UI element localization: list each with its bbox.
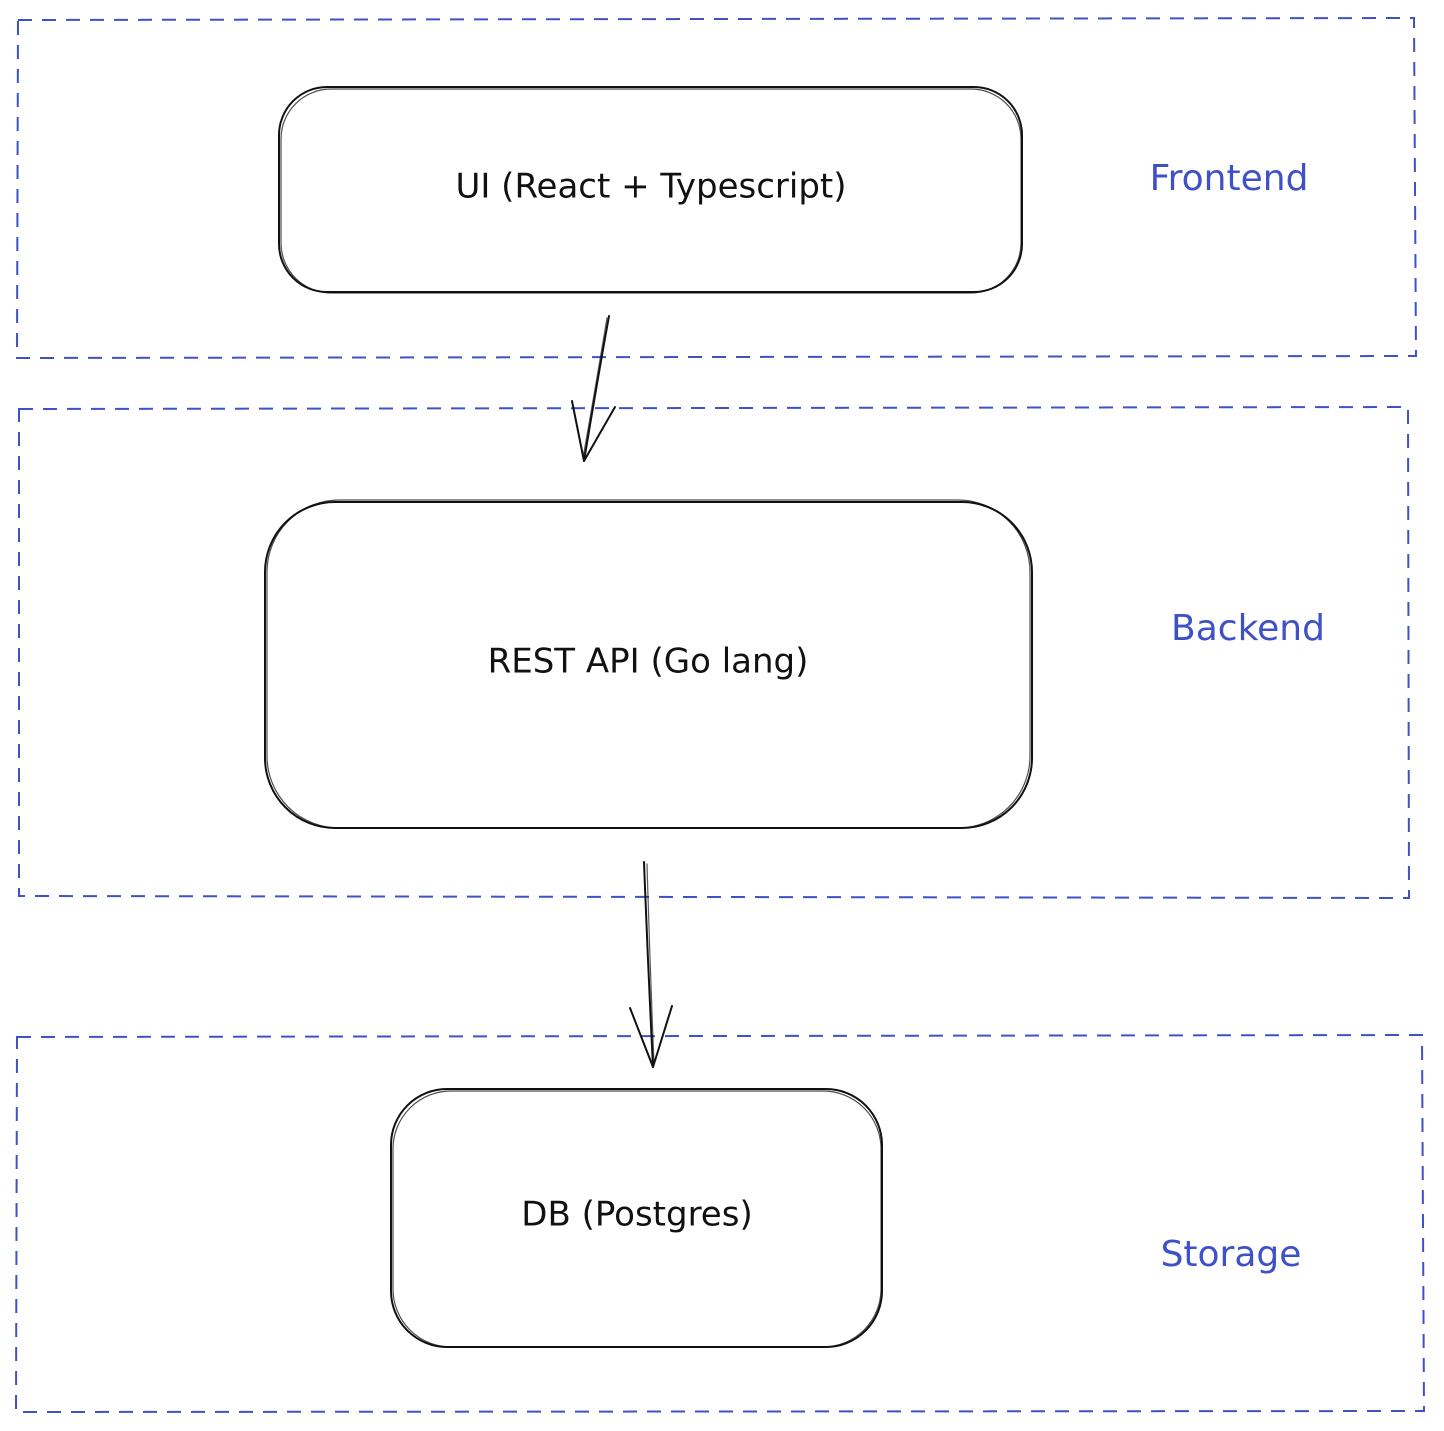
group-backend: Backend [18, 405, 1411, 900]
node-ui-label: UI (React + Typescript) [455, 167, 846, 207]
node-db-label: DB (Postgres) [521, 1195, 752, 1235]
node-api-label: REST API (Go lang) [488, 642, 809, 682]
node-ui-box-sketch [280, 88, 1022, 294]
node-api-box-sketch [266, 499, 1031, 829]
edge-api-to-db-line-sketch [646, 863, 655, 1065]
group-frontend: Frontend [15, 16, 1418, 360]
edge-api-to-db-arrowhead [629, 1005, 673, 1068]
node-ui: UI (React + Typescript) [278, 86, 1023, 294]
edge-api-to-db [629, 861, 673, 1068]
edge-api-to-db-line [643, 861, 654, 1068]
group-backend-label: Backend [1171, 608, 1325, 649]
edge-ui-to-api [571, 315, 616, 462]
group-frontend-frame [15, 16, 1418, 360]
group-storage-frame [14, 1033, 1426, 1414]
edge-ui-to-api-arrowhead [571, 400, 616, 462]
group-frontend-label: Frontend [1150, 158, 1309, 199]
node-db-box-sketch [392, 1090, 882, 1348]
edge-ui-to-api-line-sketch [582, 317, 608, 459]
edge-ui-to-api-line [583, 315, 610, 462]
group-storage-label: Storage [1161, 1234, 1302, 1275]
node-api: REST API (Go lang) [264, 499, 1033, 829]
node-ui-box [278, 86, 1023, 293]
node-db: DB (Postgres) [390, 1088, 883, 1348]
group-backend-frame [18, 405, 1411, 900]
group-storage: Storage [14, 1033, 1426, 1414]
